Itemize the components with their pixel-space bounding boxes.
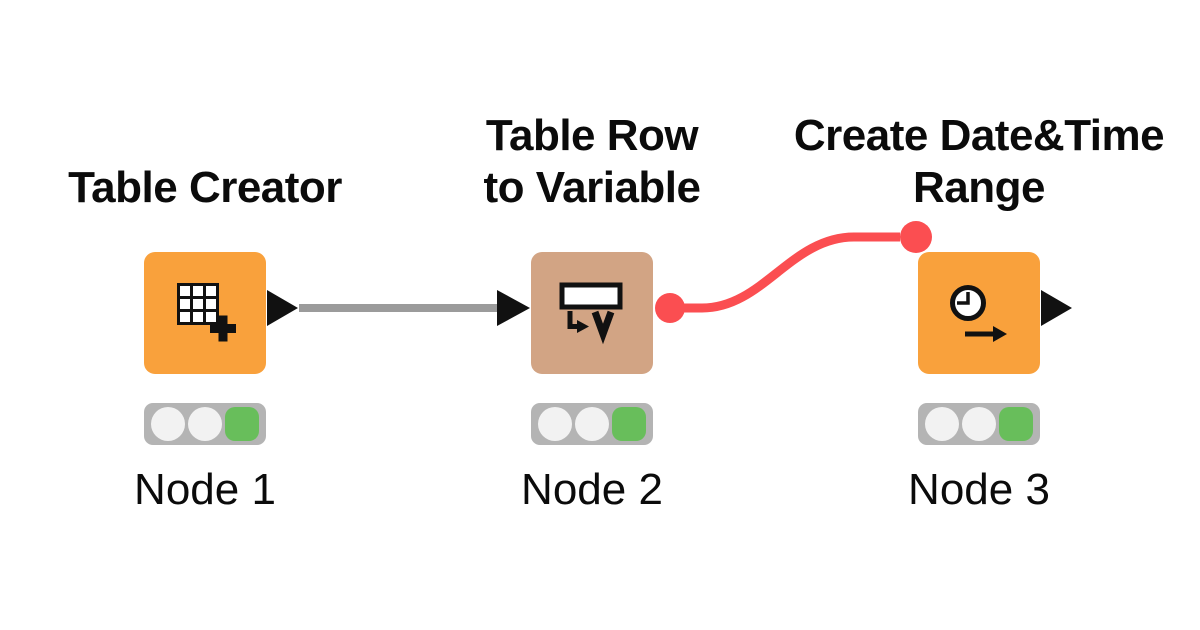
traffic-light-node-3 <box>918 403 1040 445</box>
node-label-table-row-to-variable: Table Row to Variable <box>483 111 701 212</box>
status-light-red <box>538 407 572 441</box>
traffic-light-node-2 <box>531 403 653 445</box>
table-grid-plus-icon <box>177 283 236 342</box>
node2-flow-variable-output-port[interactable] <box>655 293 685 323</box>
status-light-yellow <box>575 407 609 441</box>
status-light-green <box>225 407 259 441</box>
node-label-create-datetime-range: Create Date&Time Range <box>793 111 1165 212</box>
table-row-to-variable-icon <box>559 282 623 345</box>
node-name-2[interactable]: Node 2 <box>521 465 663 514</box>
node-label-table-creator: Table Creator <box>68 163 342 212</box>
status-light-red <box>925 407 959 441</box>
node-create-datetime-range[interactable] <box>918 252 1040 374</box>
node1-output-port-triangle[interactable] <box>267 290 298 326</box>
node-name-3[interactable]: Node 3 <box>908 465 1050 514</box>
status-light-yellow <box>962 407 996 441</box>
status-light-green <box>999 407 1033 441</box>
node-name-1[interactable]: Node 1 <box>134 465 276 514</box>
node-table-row-to-variable[interactable] <box>531 252 653 374</box>
node3-output-port-triangle[interactable] <box>1041 290 1072 326</box>
traffic-light-node-1 <box>144 403 266 445</box>
node2-input-port-triangle[interactable] <box>497 290 530 326</box>
status-light-yellow <box>188 407 222 441</box>
node-table-creator[interactable] <box>144 252 266 374</box>
node3-flow-variable-input-port[interactable] <box>900 221 932 253</box>
status-light-green <box>612 407 646 441</box>
status-light-red <box>151 407 185 441</box>
connection-node2-node3-flow-variable[interactable] <box>670 232 900 313</box>
clock-arrow-icon <box>950 285 1007 342</box>
